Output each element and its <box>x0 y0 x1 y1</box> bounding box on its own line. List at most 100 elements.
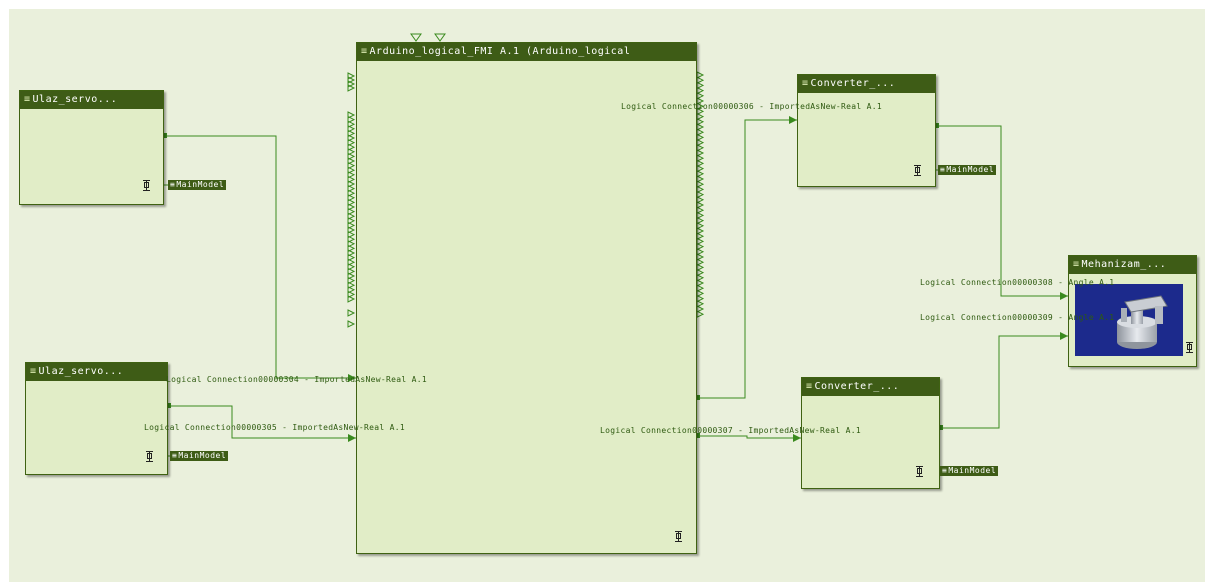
clamp-icon[interactable] <box>142 179 151 192</box>
port-triangle <box>696 263 705 272</box>
connection-line-305 <box>168 405 356 439</box>
port-triangle <box>696 305 705 313</box>
port-triangle <box>410 33 422 42</box>
port-triangle <box>696 143 705 152</box>
port-triangle <box>696 310 705 319</box>
port-triangle <box>347 285 356 294</box>
port-triangle <box>347 143 356 152</box>
port-triangle <box>696 138 705 147</box>
port-triangle <box>347 226 356 234</box>
port-triangle <box>696 128 705 137</box>
port-triangle <box>347 180 356 188</box>
block-ulaz-servo-1[interactable]: ≡Ulaz_servo... <box>19 90 164 205</box>
port-triangle <box>696 258 705 267</box>
main-model-tag[interactable]: ≡MainModel <box>938 165 997 175</box>
port-triangle <box>696 154 705 163</box>
port-triangle <box>347 193 356 202</box>
port-triangle <box>696 169 705 178</box>
clamp-icon[interactable] <box>913 164 922 177</box>
block-converter-1[interactable]: ≡Converter_... <box>797 74 936 187</box>
port-triangle <box>696 86 705 95</box>
connection-label-309[interactable]: Logical Connection00000309 - Angle A.1 <box>920 313 1115 322</box>
port-triangle <box>696 112 705 121</box>
port-triangle <box>696 273 705 282</box>
mechanism-thumbnail <box>1075 284 1183 356</box>
block-converter-2[interactable]: ≡Converter_... <box>801 377 940 489</box>
block-header: ≡Arduino_logical_FMI A.1 (Arduino_logica… <box>357 43 696 61</box>
port-triangle <box>347 115 356 124</box>
port-triangle <box>696 133 705 142</box>
port-triangle <box>696 284 705 293</box>
port-triangle <box>696 71 705 79</box>
port-triangle <box>696 117 705 126</box>
block-header: ≡Converter_... <box>798 75 935 93</box>
product-icon: ≡ <box>1073 259 1080 270</box>
model-link-icon: ≡ <box>170 180 176 189</box>
arrowhead <box>1060 292 1068 300</box>
port-triangle <box>347 170 356 179</box>
port-triangle <box>347 230 356 239</box>
port-triangle <box>347 138 356 147</box>
connection-line-307 <box>697 435 801 439</box>
port-triangle <box>347 184 356 193</box>
connection-label-306[interactable]: Logical Connection00000306 - ImportedAsN… <box>621 102 882 111</box>
port-triangle <box>696 97 705 105</box>
port-triangle <box>696 91 705 100</box>
port-triangle <box>347 290 356 299</box>
connection-line-308 <box>936 125 1068 297</box>
connection-label-307[interactable]: Logical Connection00000307 - ImportedAsN… <box>600 426 861 435</box>
block-title: Ulaz_servo... <box>32 94 118 105</box>
port-triangle <box>696 123 705 131</box>
port-triangle <box>696 253 705 261</box>
connection-label-308[interactable]: Logical Connection00000308 - Angle A.1 <box>920 278 1115 287</box>
port-triangle <box>696 242 705 251</box>
block-header: ≡Ulaz_servo... <box>26 363 167 381</box>
main-model-tag[interactable]: ≡MainModel <box>940 466 999 476</box>
block-header: ≡Ulaz_servo... <box>20 91 163 109</box>
port-triangle <box>696 289 705 298</box>
port-triangle <box>696 237 705 246</box>
port-triangle <box>347 152 356 161</box>
port-triangle <box>347 161 356 170</box>
port-triangle <box>347 198 356 207</box>
port-triangle <box>696 201 705 209</box>
port-triangle <box>347 221 356 230</box>
port-triangle <box>347 189 356 198</box>
port-triangle <box>696 268 705 277</box>
port-triangle <box>347 76 356 84</box>
arrowhead <box>348 374 356 382</box>
product-icon: ≡ <box>802 78 809 89</box>
main-model-tag[interactable]: ≡MainModel <box>170 451 229 461</box>
port-triangle <box>347 253 356 262</box>
clamp-icon[interactable] <box>674 530 683 543</box>
product-icon: ≡ <box>806 381 813 392</box>
port-triangle <box>434 33 446 42</box>
port-triangle <box>696 102 705 111</box>
port-triangle <box>347 276 356 285</box>
clamp-icon[interactable] <box>1185 341 1194 354</box>
arrowhead <box>348 434 356 442</box>
port-triangle <box>347 235 356 244</box>
model-link-icon: ≡ <box>942 466 948 475</box>
port-triangle <box>696 149 705 157</box>
port-triangle <box>347 212 356 221</box>
port-triangle <box>696 195 705 204</box>
product-icon: ≡ <box>24 94 31 105</box>
block-title: Ulaz_servo... <box>38 366 124 377</box>
port-triangle <box>696 227 705 235</box>
clamp-icon[interactable] <box>145 450 154 463</box>
block-title: Converter_... <box>814 381 900 392</box>
block-arduino-logical-fmi[interactable]: ≡Arduino_logical_FMI A.1 (Arduino_logica… <box>356 42 697 554</box>
port-triangle <box>347 281 356 290</box>
port-triangle <box>696 221 705 230</box>
connection-label-304[interactable]: Logical Connection00000304 - ImportedAsN… <box>166 375 427 384</box>
connection-line-306 <box>697 119 797 399</box>
port-triangle <box>696 180 705 189</box>
model-link-icon: ≡ <box>940 165 946 174</box>
clamp-icon[interactable] <box>915 465 924 478</box>
main-model-tag[interactable]: ≡MainModel <box>168 180 227 190</box>
arrowhead <box>793 434 801 442</box>
block-ulaz-servo-2[interactable]: ≡Ulaz_servo... <box>25 362 168 475</box>
port-triangle <box>347 120 356 129</box>
connection-label-305[interactable]: Logical Connection00000305 - ImportedAsN… <box>144 423 405 432</box>
